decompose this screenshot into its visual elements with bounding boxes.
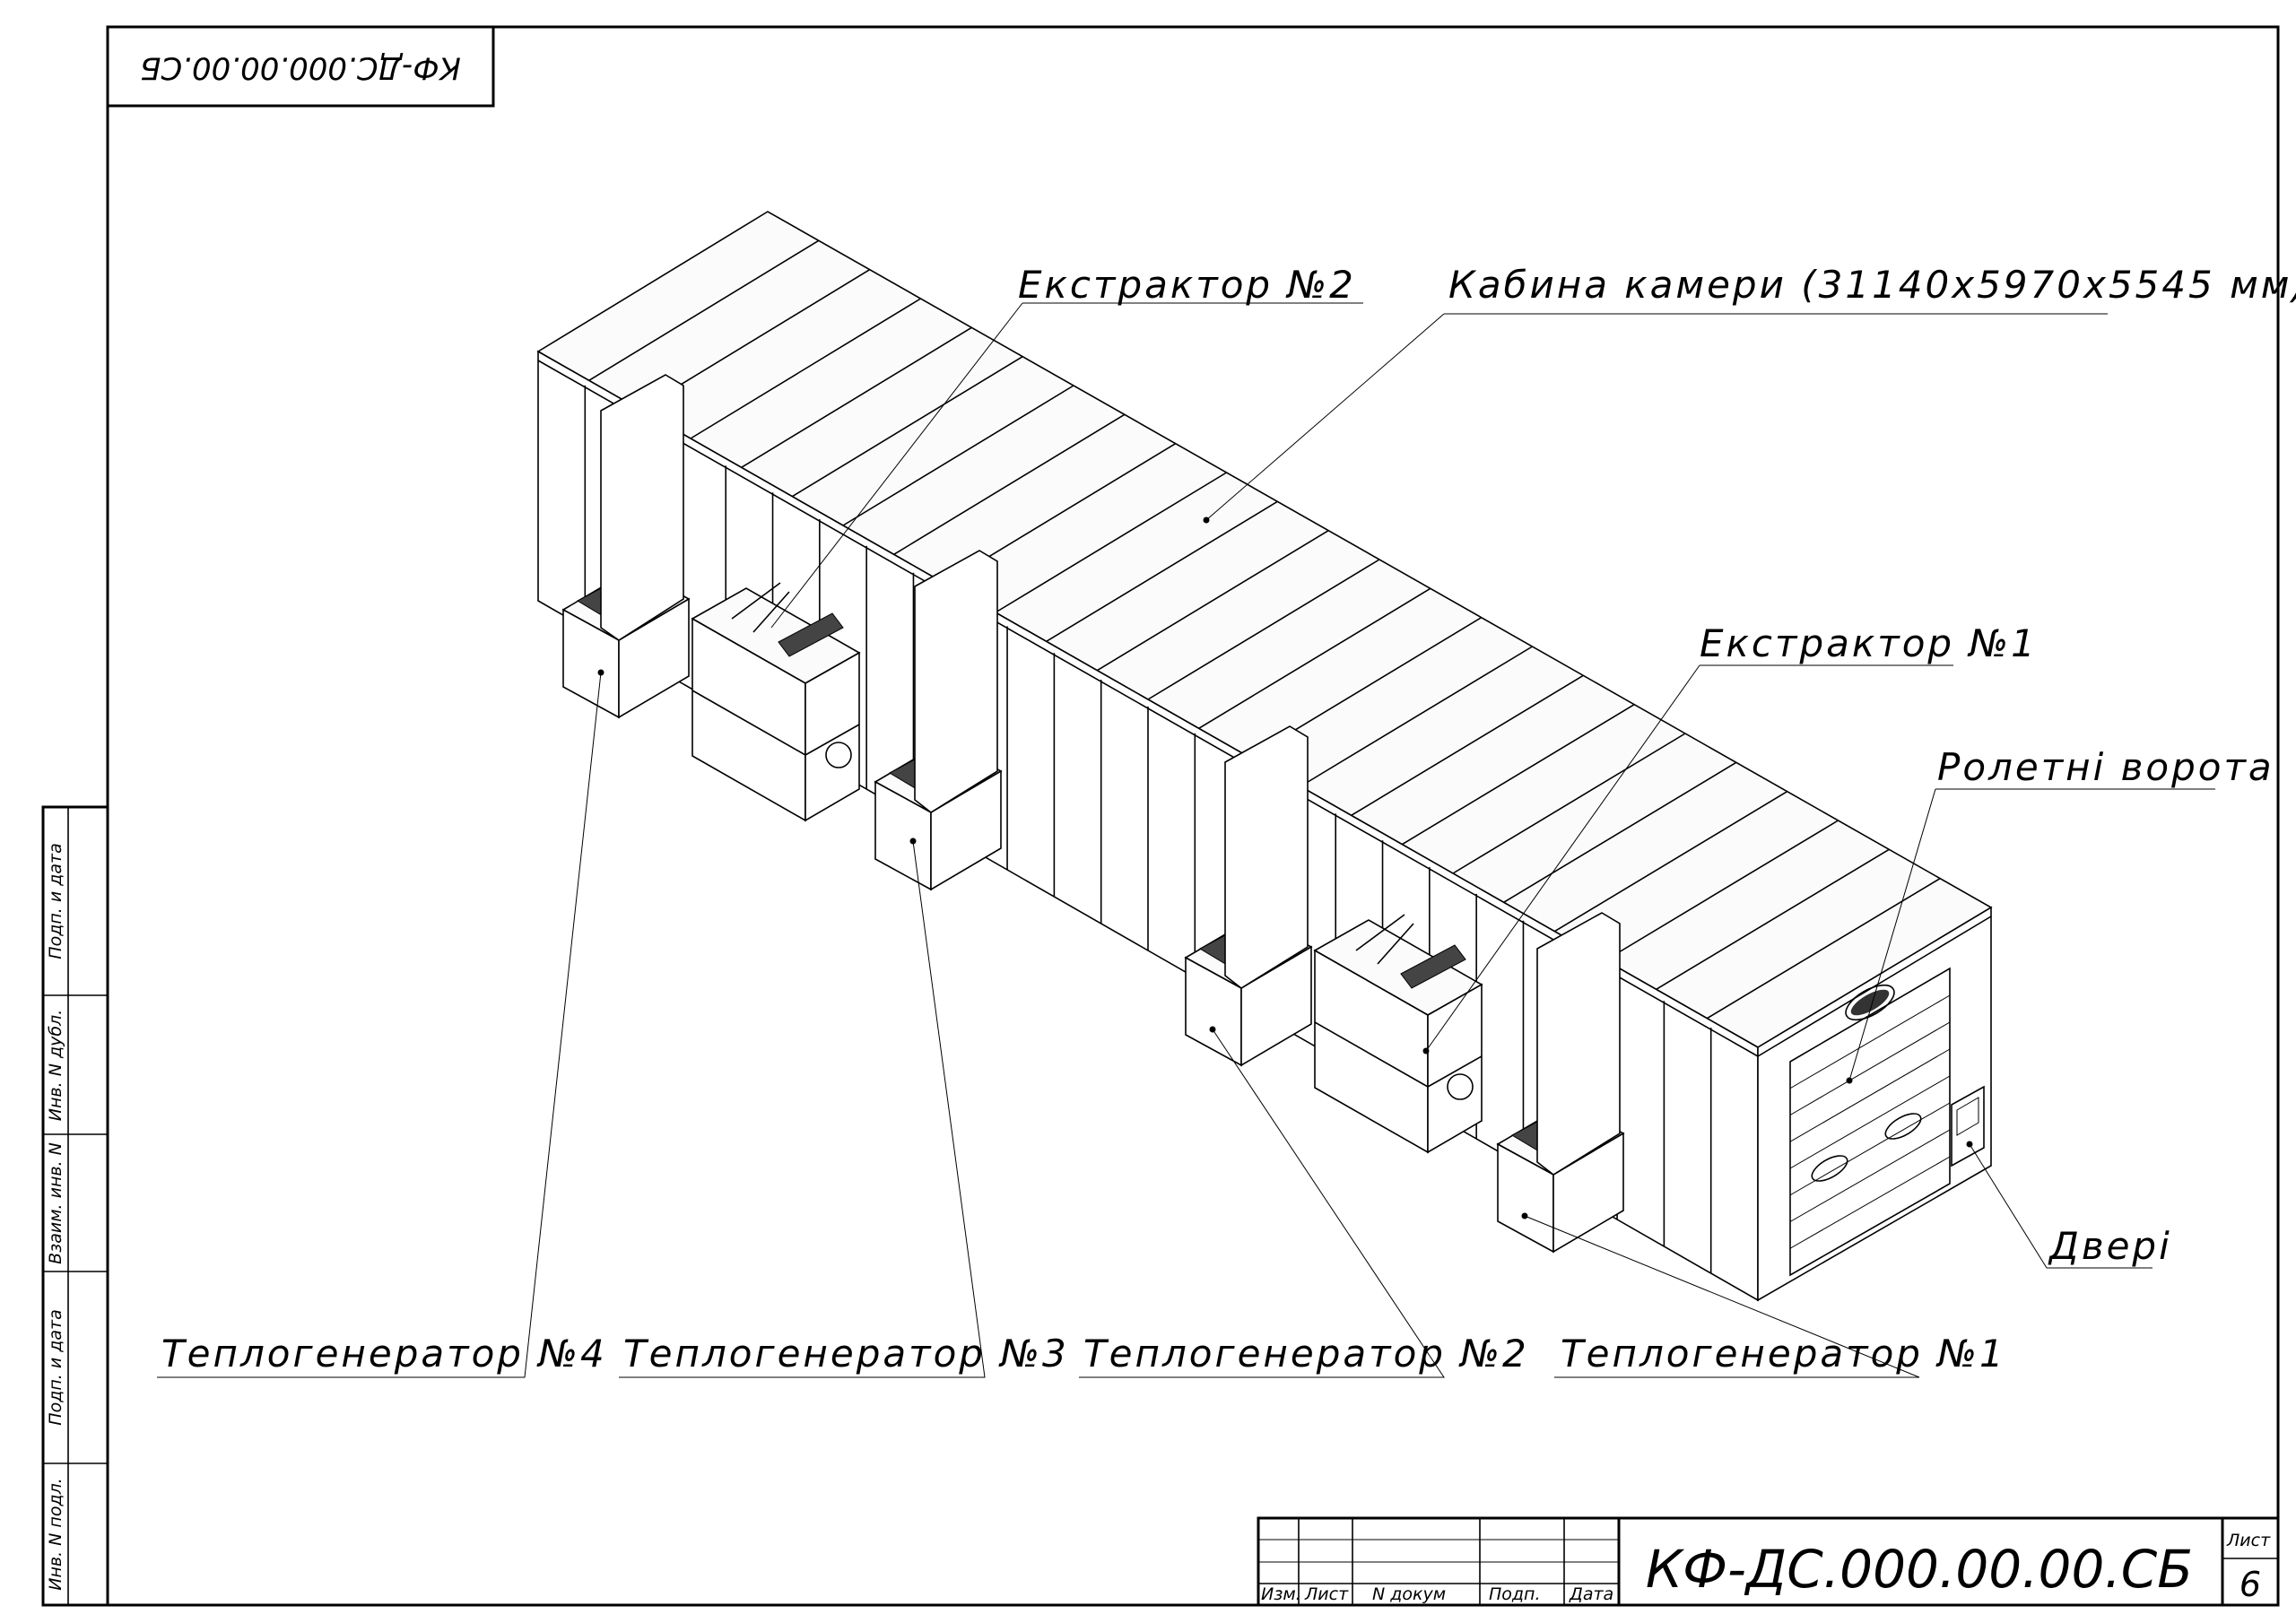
side-stamp-5: Инв. N подл. — [46, 1478, 65, 1591]
tb-header-doc: N докум — [1372, 1584, 1446, 1604]
heater-1 — [1496, 912, 1625, 1254]
label-heater-2: Теплогенератор №2 — [1083, 1332, 1529, 1376]
service-door — [1951, 1085, 1985, 1167]
extractor-2 — [691, 582, 861, 822]
booth-logo — [1845, 984, 1895, 1021]
label-heater-1: Теплогенератор №1 — [1561, 1332, 2006, 1376]
top-code-text: КФ-ДС.000.00.00.СБ — [140, 50, 461, 86]
label-extractor-2: Екстрактор №2 — [1018, 263, 1356, 307]
side-stamp-4: Подп. и дата — [46, 1309, 65, 1425]
side-stamp-1: Подп. и дата — [46, 843, 65, 959]
heater-4 — [561, 374, 691, 719]
side-stamp-2: Инв. N дубл. — [46, 1010, 65, 1121]
label-door: Двері — [2048, 1224, 2172, 1268]
sheet-number: 6 — [2239, 1565, 2261, 1604]
tb-header-sign: Подп. — [1489, 1584, 1541, 1604]
extractor-1 — [1313, 914, 1483, 1154]
label-cabin: Кабина камери (31140х5970х5545 мм) — [1448, 263, 2296, 307]
roller-gate — [1789, 967, 1951, 1277]
labels: Екстрактор №2 Кабина камери (31140х5970х… — [161, 263, 2296, 1376]
leader-lines — [157, 302, 2215, 1378]
sheet-label: Лист — [2226, 1531, 2271, 1550]
label-roller-gate: Ролетні ворота — [1937, 745, 2274, 789]
label-extractor-1: Екстрактор №1 — [1700, 621, 2038, 665]
tb-header-date: Дата — [1569, 1584, 1613, 1604]
side-stamp-3: Взаим. инв. N — [46, 1142, 65, 1264]
label-heater-3: Теплогенератор №3 — [623, 1332, 1069, 1376]
heater-2 — [1184, 725, 1313, 1067]
side-stamp: Подп. и дата Инв. N дубл. Взаим. инв. N … — [41, 805, 109, 1607]
drawing-code: КФ-ДС.000.00.00.СБ — [1646, 1539, 2193, 1600]
tb-header-izm: Изм. — [1261, 1584, 1301, 1604]
heater-3 — [874, 550, 1003, 891]
tb-header-list: Лист — [1304, 1584, 1349, 1604]
top-code-stamp: КФ-ДС.000.00.00.СБ — [106, 25, 495, 108]
label-heater-4: Теплогенератор №4 — [161, 1332, 607, 1376]
title-block: Изм. Лист N докум Подп. Дата КФ-ДС.000.0… — [1257, 1516, 2280, 1607]
